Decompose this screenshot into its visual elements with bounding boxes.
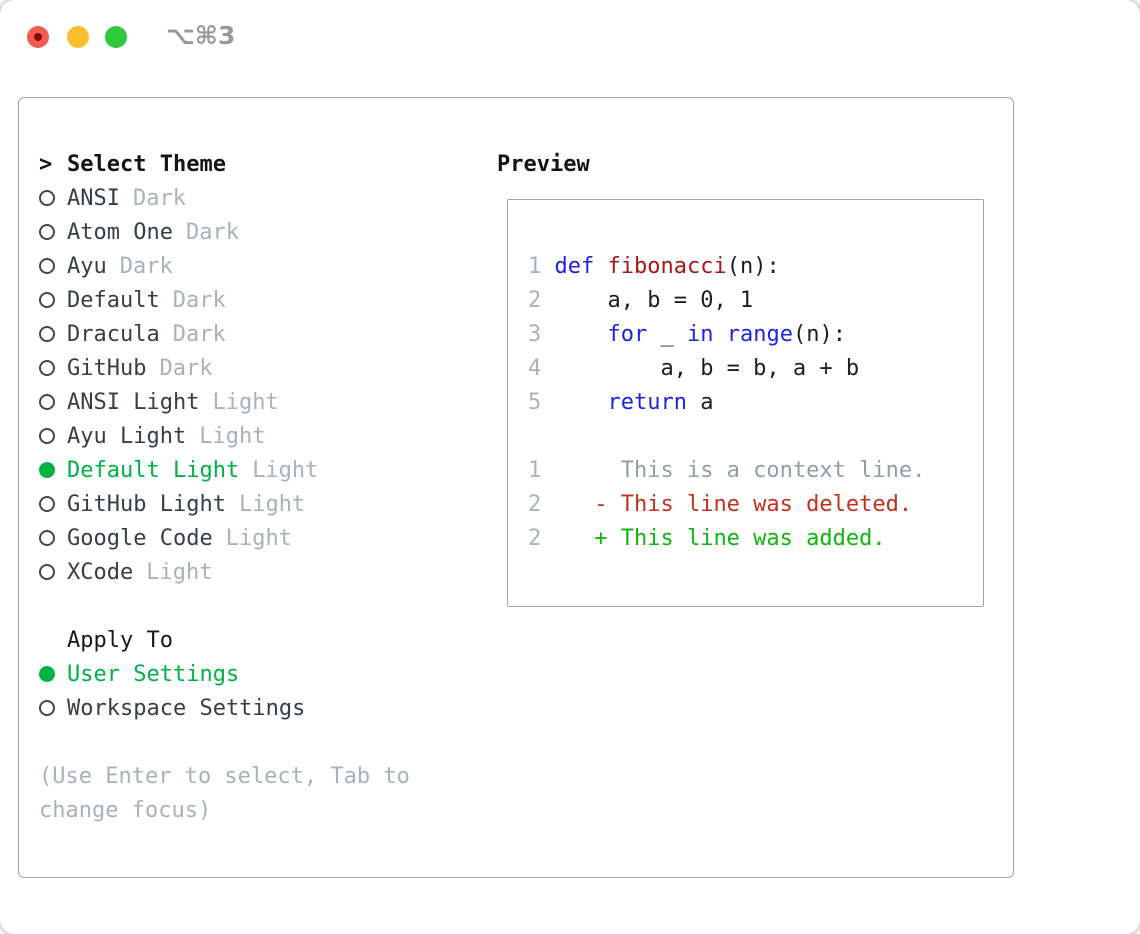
theme-option-ayu-light[interactable]: Ayu Light Light xyxy=(39,419,497,453)
help-text-line1: (Use Enter to select, Tab to xyxy=(39,763,410,789)
radio-unselected-icon xyxy=(39,258,55,274)
code-line: 4 a, b = b, a + b xyxy=(528,356,860,381)
theme-name: ANSI xyxy=(67,185,120,211)
line-number: 5 xyxy=(528,390,555,415)
minimize-button[interactable] xyxy=(67,26,89,48)
theme-name: Google Code xyxy=(67,525,213,551)
diff-added-line: 2 + This line was added. xyxy=(528,526,886,551)
preview-column: Preview 1 def fibonacci(n): 2 a, b = 0, … xyxy=(497,147,993,877)
preview-code-box: 1 def fibonacci(n): 2 a, b = 0, 1 3 for … xyxy=(507,199,984,607)
theme-option-ansi-dark[interactable]: ANSI Dark xyxy=(39,181,497,215)
builtin-token: range xyxy=(726,322,793,347)
theme-variant: Dark xyxy=(172,321,226,347)
theme-option-google-code-light[interactable]: Google Code Light xyxy=(39,521,497,555)
theme-name: ANSI Light xyxy=(67,389,200,415)
line-number: 1 xyxy=(528,254,555,279)
radio-unselected-icon xyxy=(39,496,55,512)
line-number: 3 xyxy=(528,322,555,347)
theme-name: Dracula xyxy=(67,321,160,347)
radio-selected-icon xyxy=(39,666,55,682)
select-theme-header: > Select Theme xyxy=(39,147,497,181)
line-number: 2 xyxy=(528,288,555,313)
apply-option-workspace-settings[interactable]: Workspace Settings xyxy=(39,691,497,725)
code-line: 1 def fibonacci(n): xyxy=(528,254,780,279)
apply-option-user-settings[interactable]: User Settings xyxy=(39,657,497,691)
apply-to-header: Apply To xyxy=(39,623,497,657)
theme-variant: Dark xyxy=(172,287,226,313)
diff-deleted-line: 2 - This line was deleted. xyxy=(528,492,913,517)
theme-variant: Light xyxy=(238,491,306,517)
theme-name: Atom One xyxy=(67,219,173,245)
radio-unselected-icon xyxy=(39,530,55,546)
help-text-line2: change focus) xyxy=(39,797,212,823)
theme-variant: Light xyxy=(225,525,292,551)
radio-unselected-icon xyxy=(39,224,55,240)
theme-name: Default xyxy=(67,287,160,313)
radio-unselected-icon xyxy=(39,394,55,410)
code-line: 2 a, b = 0, 1 xyxy=(528,288,754,313)
function-token: fibonacci xyxy=(607,254,727,279)
theme-picker-column: > Select Theme ANSI Dark Atom One Dark A… xyxy=(39,147,497,877)
apply-to-title: Apply To xyxy=(67,627,173,653)
radio-selected-icon xyxy=(39,462,55,478)
theme-option-ansi-light[interactable]: ANSI Light Light xyxy=(39,385,497,419)
radio-unselected-icon xyxy=(39,700,55,716)
theme-option-atom-one-dark[interactable]: Atom One Dark xyxy=(39,215,497,249)
apply-option-label: User Settings xyxy=(67,661,240,687)
line-number: 4 xyxy=(528,356,555,381)
code-line: 5 return a xyxy=(528,390,714,415)
keyword-token: def xyxy=(554,254,595,279)
theme-variant: Dark xyxy=(119,253,173,279)
radio-unselected-icon xyxy=(39,190,55,206)
theme-picker-panel: > Select Theme ANSI Dark Atom One Dark A… xyxy=(18,97,1014,878)
zoom-button[interactable] xyxy=(105,26,127,48)
cursor-icon: > xyxy=(39,151,53,177)
apply-option-label: Workspace Settings xyxy=(67,695,306,721)
close-button[interactable] xyxy=(27,26,49,48)
theme-option-ayu-dark[interactable]: Ayu Dark xyxy=(39,249,497,283)
line-number: 2 xyxy=(528,526,555,551)
blank-line xyxy=(528,420,983,454)
radio-unselected-icon xyxy=(39,428,55,444)
theme-variant: Light xyxy=(212,389,279,415)
theme-option-default-dark[interactable]: Default Dark xyxy=(39,283,497,317)
theme-option-dracula-dark[interactable]: Dracula Dark xyxy=(39,317,497,351)
theme-name: XCode xyxy=(67,559,134,585)
keyword-token: in xyxy=(686,322,714,347)
theme-option-default-light[interactable]: Default Light Light xyxy=(39,453,497,487)
unsaved-indicator-icon xyxy=(34,33,42,41)
theme-name: Ayu Light xyxy=(67,423,187,449)
keyword-token: for xyxy=(607,322,648,347)
line-number: 1 xyxy=(528,458,555,483)
keyword-token: return xyxy=(607,390,687,415)
theme-variant: Light xyxy=(146,559,213,585)
radio-unselected-icon xyxy=(39,326,55,342)
line-number: 2 xyxy=(528,492,555,517)
theme-option-xcode-light[interactable]: XCode Light xyxy=(39,555,497,589)
radio-unselected-icon xyxy=(39,360,55,376)
theme-variant: Light xyxy=(252,457,319,483)
code-line: 3 for _ in range(n): xyxy=(528,322,846,347)
radio-unselected-icon xyxy=(39,564,55,580)
radio-unselected-icon xyxy=(39,292,55,308)
window-shortcut-label: ⌥⌘3 xyxy=(166,21,236,50)
preview-title: Preview xyxy=(497,151,590,177)
theme-option-github-dark[interactable]: GitHub Dark xyxy=(39,351,497,385)
theme-name: GitHub xyxy=(67,355,147,381)
theme-variant: Dark xyxy=(159,355,213,381)
theme-variant: Dark xyxy=(132,185,186,211)
theme-name: Ayu xyxy=(67,253,107,279)
select-theme-title: Select Theme xyxy=(67,151,226,177)
theme-variant: Light xyxy=(199,423,266,449)
theme-option-github-light[interactable]: GitHub Light Light xyxy=(39,487,497,521)
diff-context-line: 1 This is a context line. xyxy=(528,458,926,483)
theme-variant: Dark xyxy=(185,219,239,245)
theme-name: Default Light xyxy=(67,457,240,483)
theme-name: GitHub Light xyxy=(67,491,226,517)
